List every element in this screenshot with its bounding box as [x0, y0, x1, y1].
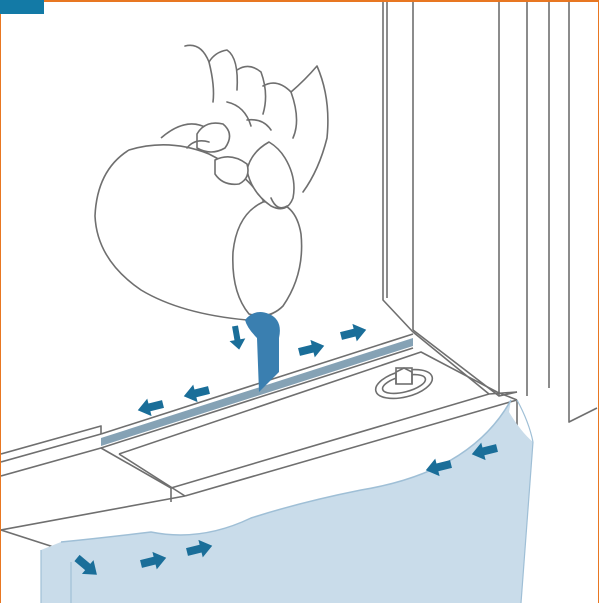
drain-hole-icon — [373, 364, 436, 403]
flow-arrow-icon — [339, 321, 369, 345]
flow-arrow-icon — [297, 337, 327, 361]
flow-arrow-icon — [182, 381, 212, 405]
window-frame — [383, 2, 597, 422]
water-reservoir — [41, 400, 533, 603]
flow-arrow-icon — [227, 325, 247, 351]
water-stream — [245, 312, 280, 392]
